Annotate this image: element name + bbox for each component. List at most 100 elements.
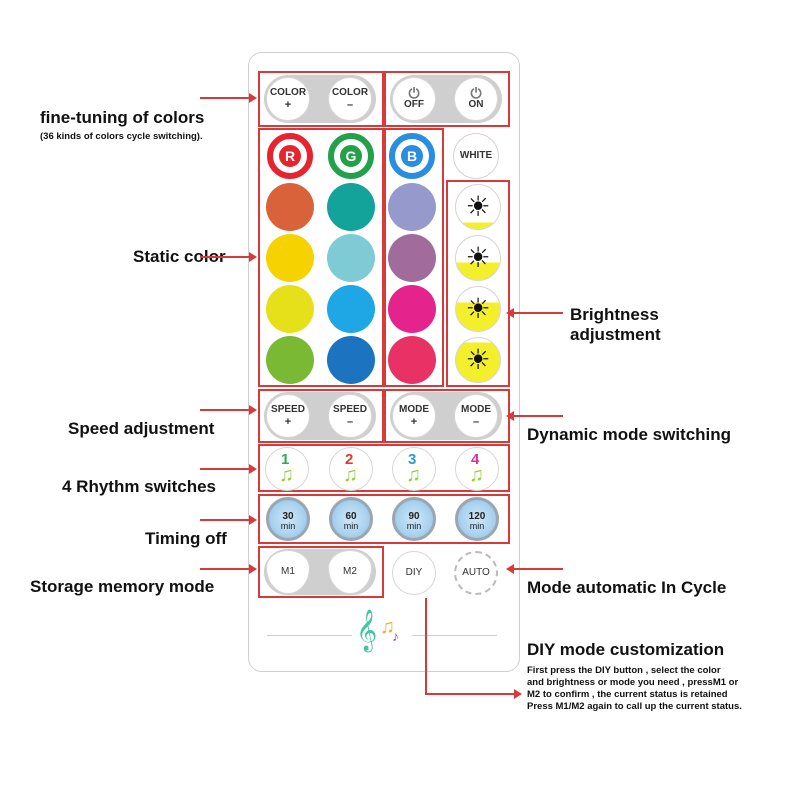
off-button[interactable]: ⏻ OFF (392, 77, 436, 121)
diy-connector-vertical (425, 598, 427, 694)
speed-plus-button[interactable]: SPEED + (266, 394, 310, 438)
brightness-button[interactable]: ☀ (455, 286, 501, 332)
speed-plus-label: SPEED (271, 404, 305, 415)
brightness-label-2: adjustment (570, 325, 661, 344)
timer-value: 120 (468, 511, 486, 522)
rhythm-number: 2 (345, 451, 354, 468)
diy-button[interactable]: DIY (392, 551, 436, 595)
storage-arrow (200, 564, 257, 574)
speed-minus-button[interactable]: SPEED – (328, 394, 372, 438)
m1-button[interactable]: M1 (266, 550, 310, 594)
plus-sign: + (284, 99, 292, 111)
power-icon: ⏻ (408, 85, 420, 101)
on-label: ON (468, 99, 484, 110)
static-color-button[interactable] (327, 285, 375, 333)
fine-tuning-label: fine-tuning of colors (40, 108, 205, 127)
on-button[interactable]: ⏻ ON (454, 77, 498, 121)
brightness-button[interactable]: ☀ (455, 235, 501, 281)
mode-plus-button[interactable]: MODE + (392, 394, 436, 438)
blue-button[interactable]: B (389, 133, 435, 179)
speed-label: Speed adjustment (68, 419, 215, 438)
auto-cycle-label: Mode automatic In Cycle (527, 578, 727, 597)
timing-label: Timing off (145, 529, 227, 548)
m2-button[interactable]: M2 (328, 550, 372, 594)
sun-icon: ☀ (465, 191, 491, 222)
power-icon: ⏻ (470, 85, 482, 101)
white-label: WHITE (459, 150, 493, 161)
fine-tuning-sub: (36 kinds of colors cycle switching). (40, 131, 203, 142)
rhythm-number: 1 (281, 451, 290, 468)
color-plus-button[interactable]: COLOR + (266, 77, 310, 121)
green-button[interactable]: G (328, 133, 374, 179)
color-plus-label: COLOR (269, 87, 307, 98)
static-color-button[interactable] (266, 285, 314, 333)
music-note-icon: ♫ (469, 464, 484, 486)
timer-value: 90 (408, 511, 420, 522)
rhythm-button[interactable]: 3♫ (392, 447, 436, 491)
static-color-button[interactable] (266, 336, 314, 384)
rhythm-button[interactable]: 1♫ (265, 447, 309, 491)
m2-label: M2 (343, 566, 357, 577)
static-color-button[interactable] (327, 234, 375, 282)
timer-value: 60 (345, 511, 357, 522)
diy-desc-4: Press M1/M2 again to call up the current… (527, 701, 742, 712)
off-label: OFF (404, 99, 424, 110)
auto-label: AUTO (462, 567, 490, 578)
static-color-group (258, 128, 384, 387)
m1-label: M1 (281, 566, 295, 577)
color-minus-button[interactable]: COLOR – (328, 77, 372, 121)
timer-unit: min (469, 521, 485, 531)
blue-label: B (399, 143, 425, 169)
red-label: R (277, 143, 303, 169)
plus-sign: + (284, 416, 292, 428)
music-note-icon: ♫ (343, 464, 358, 486)
static-color-button[interactable] (327, 183, 375, 231)
minus-sign: – (346, 99, 354, 111)
speed-minus-label: SPEED (333, 404, 367, 415)
dynamic-arrow (506, 411, 563, 421)
static-color-button[interactable] (266, 234, 314, 282)
diy-desc-3: M2 to confirm , the current status is re… (527, 689, 728, 700)
static-color-button[interactable] (388, 285, 436, 333)
timing-arrow (200, 515, 257, 525)
brightness-arrow (506, 308, 563, 318)
sun-icon: ☀ (465, 242, 491, 273)
rhythm-label: 4 Rhythm switches (62, 477, 216, 496)
diy-title: DIY mode customization (527, 640, 725, 659)
timer-unit: min (280, 521, 296, 531)
diy-label: DIY (405, 567, 423, 578)
white-button[interactable]: WHITE (453, 133, 499, 179)
rhythm-button[interactable]: 2♫ (329, 447, 373, 491)
static-color-button[interactable] (388, 183, 436, 231)
static-color-button[interactable] (266, 183, 314, 231)
static-color-button[interactable] (327, 336, 375, 384)
memory-group (258, 546, 384, 598)
power-group (384, 71, 510, 127)
static-color-button[interactable] (388, 336, 436, 384)
color-tuning-group (258, 71, 384, 127)
brightness-button[interactable]: ☀ (455, 184, 501, 230)
brightness-label-1: Brightness (570, 305, 659, 324)
static-color-button[interactable] (388, 234, 436, 282)
auto-button[interactable]: AUTO (454, 551, 498, 595)
mode-plus-label: MODE (399, 404, 429, 415)
music-note-icon: ♫ (406, 464, 421, 486)
red-button[interactable]: R (267, 133, 313, 179)
green-label: G (338, 143, 364, 169)
storage-label: Storage memory mode (30, 577, 215, 596)
fine-tuning-arrow (200, 93, 257, 103)
static-color-group-right (384, 128, 444, 387)
mode-minus-button[interactable]: MODE – (454, 394, 498, 438)
rhythm-button[interactable]: 4♫ (455, 447, 499, 491)
timer-value: 30 (282, 511, 294, 522)
brightness-button[interactable]: ☀ (455, 337, 501, 383)
rhythm-group (258, 444, 510, 492)
music-logo-icon: 𝄞 ♫ ♪ (352, 610, 412, 654)
mode-minus-label: MODE (461, 404, 491, 415)
static-color-label: Static color (133, 247, 226, 266)
speed-group (258, 389, 384, 443)
